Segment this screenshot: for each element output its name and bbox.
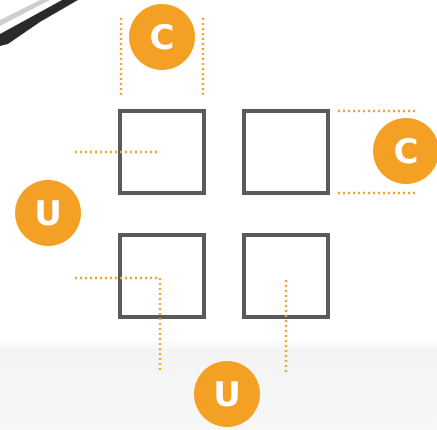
badge-top-c-letter: C bbox=[150, 18, 175, 58]
badge-bottom-u: U bbox=[194, 361, 260, 427]
badge-right-c-letter: C bbox=[394, 132, 419, 172]
square-top-left bbox=[118, 109, 206, 195]
badge-bottom-u-letter: U bbox=[213, 375, 241, 415]
badge-top-c: C bbox=[129, 4, 195, 70]
badge-right-c: C bbox=[373, 118, 437, 184]
corner-decoration bbox=[0, 0, 78, 46]
badge-left-u-letter: U bbox=[34, 194, 62, 234]
badge-left-u: U bbox=[15, 180, 81, 246]
square-bottom-left bbox=[118, 233, 206, 319]
square-bottom-right bbox=[242, 233, 330, 319]
square-top-right bbox=[242, 109, 330, 195]
